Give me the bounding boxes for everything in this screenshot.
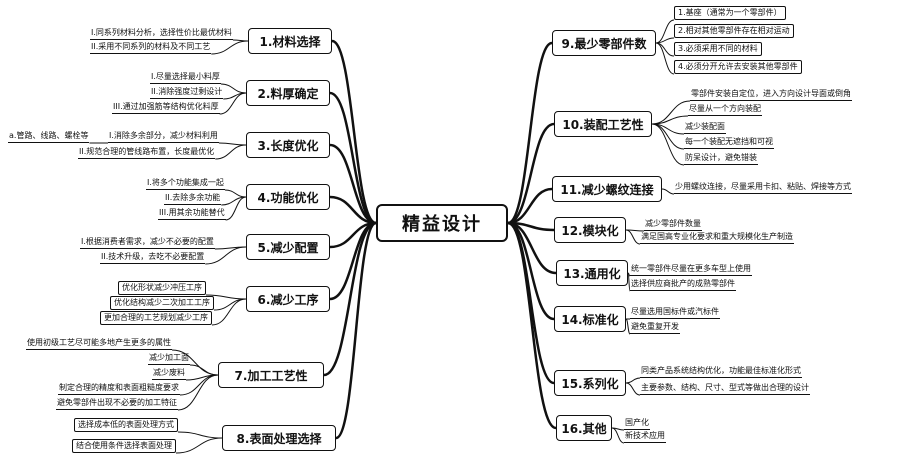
- leaf-5-1: I.根据消费者需求，减少不必要的配置: [80, 237, 215, 249]
- leaf-connector: [219, 92, 247, 115]
- leaf-10-1: 零部件安装自定位，进入方向设计导面或倒角: [690, 89, 852, 101]
- leaf-10-5: 防呆设计，避免错装: [684, 153, 758, 165]
- leaf-connector: [211, 298, 247, 326]
- leaf-connector: [655, 19, 675, 44]
- leaf-7-1: 使用初级工艺尽可能多地产生更多的属性: [26, 338, 172, 350]
- node-generalization: 13.通用化: [556, 260, 628, 286]
- leaf-4-3: III.用其余功能替代: [158, 208, 226, 220]
- leaf-connector: [224, 189, 247, 198]
- leaf-connector: [655, 42, 675, 75]
- leaf-10-3: 减少装配面: [684, 122, 726, 134]
- leaf-connector: [175, 437, 223, 454]
- leaf-12-1: 减少零部件数量: [644, 219, 702, 231]
- branch-connector: [323, 221, 377, 377]
- leaf-12-2: 满足国高专业化要求和重大规模化生产制造: [640, 232, 794, 244]
- leaf-connector: [177, 431, 223, 439]
- leaf-connector: [225, 196, 247, 221]
- leaf-connector: [625, 382, 641, 396]
- leaf-connector: [655, 42, 675, 57]
- leaf-8-2: 结合使用条件选择表面处理: [72, 439, 176, 453]
- leaf-5-2: II.技术升级，去吃不必要配置: [100, 252, 206, 264]
- leaf-6-3: 更加合理的工艺规划减少工序: [100, 311, 212, 325]
- leaf-1-1: I.同系列材料分析，选择性价比最优材料: [90, 28, 233, 40]
- leaf-connector: [625, 377, 641, 384]
- leaf-4-1: I.将多个功能集成一起: [146, 178, 225, 190]
- leaf-connector: [211, 40, 249, 55]
- node-min-parts: 9.最少零部件数: [552, 30, 656, 56]
- leaf-9-1: 1.基座（通常为一个零部件）: [674, 6, 786, 20]
- leaf-13-1: 统一零部件尽量在更多车型上使用: [630, 264, 752, 276]
- leaf-connector: [651, 100, 691, 125]
- leaf-10-2: 尽量从一个方向装配: [688, 104, 762, 116]
- branch-connector: [335, 221, 377, 440]
- leaf-16-2: 新技术应用: [624, 431, 666, 443]
- leaf-2-1: I.尽量选择最小料厚: [150, 72, 221, 84]
- leaf-connector: [177, 374, 219, 411]
- leaf-connector: [651, 115, 689, 125]
- branch-connector: [507, 41, 553, 225]
- node-modularization: 12.模块化: [554, 217, 626, 243]
- node-machining: 7.加工工艺性: [218, 362, 324, 388]
- leaf-13-2: 选择供应商批产的成熟零部件: [630, 279, 736, 291]
- leaf-8-1: 选择成本低的表面处理方式: [74, 418, 178, 432]
- leaf-6-1: 优化形状减少冲压工序: [118, 281, 206, 295]
- node-material-selection: 1.材料选择: [248, 28, 332, 54]
- leaf-14-1: 尽量选用国标件或汽标件: [630, 307, 720, 319]
- node-reduce-configuration: 5.减少配置: [246, 234, 330, 260]
- node-other: 16.其他: [556, 415, 612, 441]
- node-reduce-thread: 11.减少螺纹连接: [552, 176, 662, 202]
- leaf-14-2: 避免重复开发: [630, 322, 680, 334]
- leaf-15-2: 主要参数、结构、尺寸、型式等做出合理的设计: [640, 383, 810, 395]
- leaf-connector: [213, 298, 247, 311]
- leaf-4-2: II.去除多余功能: [164, 193, 222, 205]
- leaf-7-5: 避免零部件出现不必要的加工特征: [56, 398, 178, 410]
- leaf-connector: [218, 142, 247, 146]
- branch-connector: [507, 221, 557, 430]
- leaf-6-2: 优化结构减少二次加工工序: [110, 296, 214, 310]
- branch-connector: [329, 143, 377, 225]
- leaf-connector: [205, 246, 247, 265]
- leaf-9-4: 4.必须分开允许去安装其他零部件: [674, 60, 802, 74]
- leaf-connector: [627, 272, 631, 292]
- leaf-connector: [651, 123, 685, 166]
- node-function-optimization: 4.功能优化: [246, 184, 330, 210]
- leaf-connector: [625, 318, 631, 335]
- branch-connector: [331, 39, 377, 225]
- leaf-connector: [220, 83, 247, 94]
- leaf-10-4: 每一个装配无遮挡和可视: [684, 137, 774, 149]
- leaf-3-extra: a.管路、线路、螺栓等: [8, 131, 90, 143]
- leaf-connector: [189, 364, 219, 376]
- node-surface-treatment: 8.表面处理选择: [222, 425, 336, 451]
- leaf-7-3: 减少废料: [152, 368, 186, 380]
- node-assembly: 10.装配工艺性: [554, 111, 652, 137]
- leaf-9-2: 2.相对其他零部件存在相对运动: [674, 24, 794, 38]
- leaf-connector: [205, 294, 247, 300]
- leaf-1-2: II.采用不同系列的材料及不同工艺: [90, 42, 212, 54]
- leaf-9-3: 3.必须采用不同的材料: [674, 42, 762, 56]
- node-thickness: 2.料厚确定: [246, 80, 330, 106]
- leaf-7-2: 减少加工面: [148, 353, 190, 365]
- leaf-16-1: 国产化: [624, 418, 650, 430]
- leaf-15-1: 同类产品系统结构优化，功能最佳标准化形式: [640, 366, 802, 378]
- node-length-optimization: 3.长度优化: [246, 132, 330, 158]
- leaf-connector: [611, 427, 625, 444]
- leaf-3-2: II.规范合理的管线路布置，长度最优化: [78, 147, 216, 159]
- leaf-2-2: II.消除强度过剩设计: [150, 87, 224, 99]
- leaf-connector: [625, 229, 641, 245]
- node-standardization: 14.标准化: [554, 306, 626, 332]
- central-topic: 精益设计: [376, 204, 508, 242]
- node-serialization: 15.系列化: [554, 370, 626, 396]
- branch-connector: [329, 91, 377, 225]
- leaf-3-1: I.消除多余部分，减少材料利用: [108, 131, 219, 143]
- branch-connector: [507, 122, 555, 225]
- leaf-2-3: III.通过加强筋等结构优化料厚: [112, 102, 220, 114]
- leaf-connector: [215, 144, 247, 160]
- leaf-connector: [661, 188, 675, 195]
- branch-connector: [329, 195, 377, 225]
- node-reduce-process: 6.减少工序: [246, 286, 330, 312]
- leaf-7-4: 制定合理的精度和表面粗糙度要求: [58, 383, 180, 395]
- leaf-11-1: 少用螺纹连接，尽量采用卡扣、粘贴、焊接等方式: [674, 182, 852, 194]
